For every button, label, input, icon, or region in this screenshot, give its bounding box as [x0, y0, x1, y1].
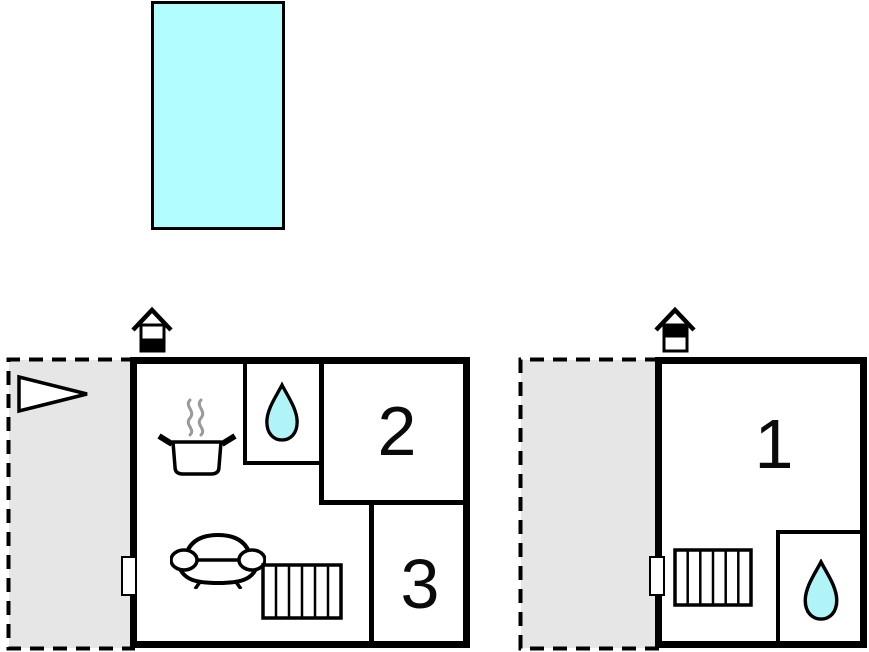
shower-drop-icon: [803, 559, 839, 621]
chimney-icon: [654, 306, 696, 353]
radiator-icon: [673, 548, 753, 607]
steam-icon: [186, 398, 194, 437]
wall: [369, 503, 374, 645]
swimming-pool: [151, 1, 285, 230]
wall: [243, 360, 247, 465]
wall: [319, 500, 465, 505]
right-terrace-border: [518, 357, 659, 651]
wall: [243, 461, 323, 465]
wall: [776, 530, 780, 645]
wind-arrow-icon: [17, 374, 88, 414]
pool-water: [151, 1, 285, 230]
wall: [319, 360, 324, 505]
chimney-icon: [131, 306, 173, 353]
shower-drop-icon: [265, 381, 299, 442]
wall: [776, 530, 862, 534]
right-terrace: [518, 357, 659, 651]
kitchen-pot-icon: [157, 398, 237, 476]
sofa-icon: [170, 532, 266, 589]
room-label-3: 3: [400, 545, 440, 623]
steam-icon: [197, 398, 205, 437]
door-marker: [121, 556, 137, 596]
room-label-1: 1: [754, 405, 794, 483]
door-marker: [649, 556, 665, 596]
radiator-icon: [261, 563, 343, 620]
room-label-2: 2: [377, 392, 417, 470]
right-terrace-floor: [521, 360, 659, 648]
